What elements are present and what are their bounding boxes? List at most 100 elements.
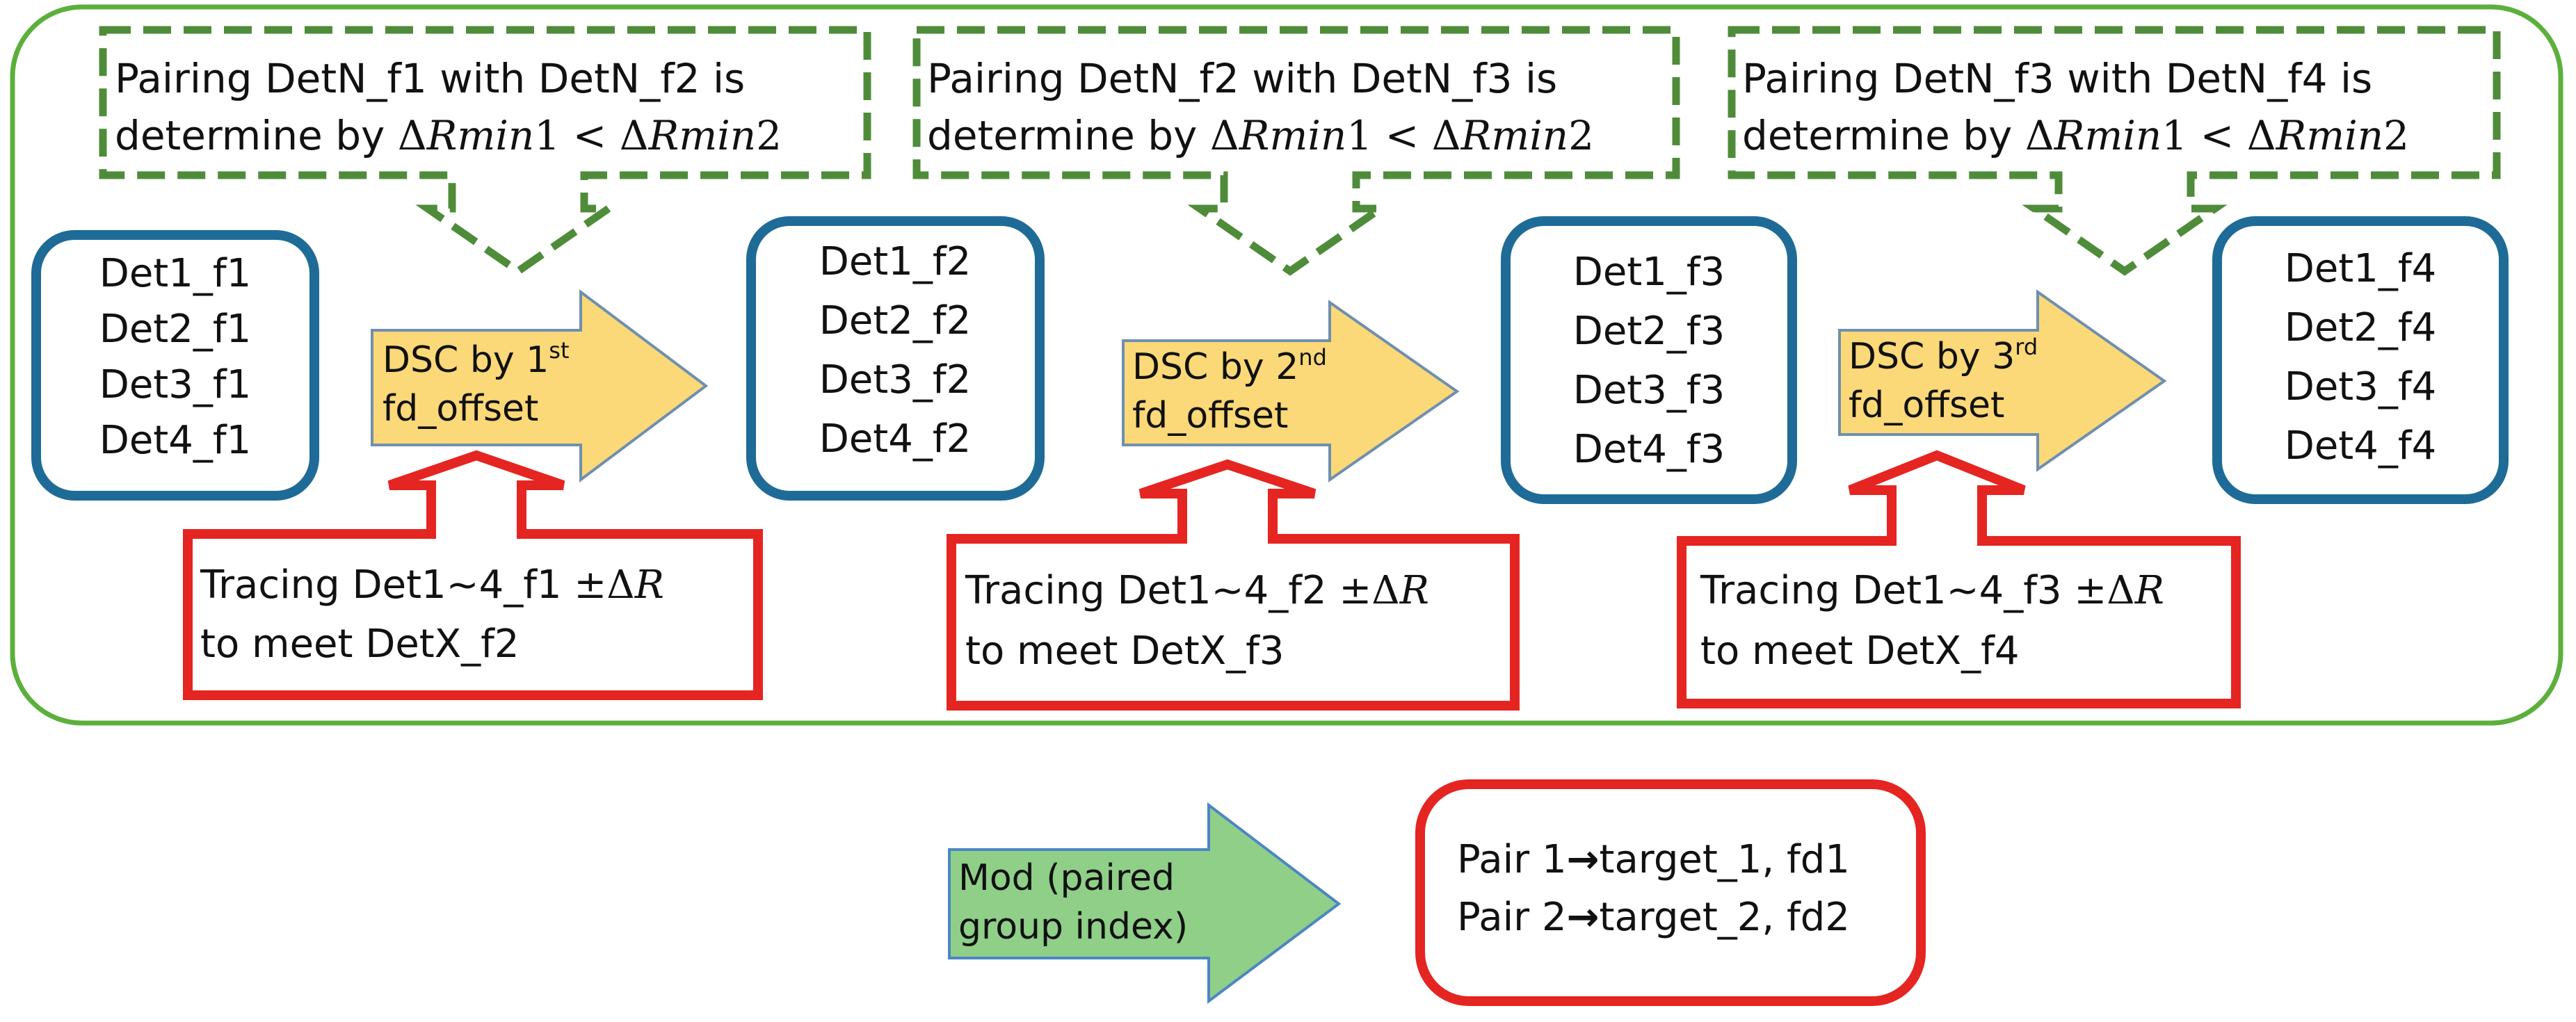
right-arrow-icon: → [1567, 837, 1600, 882]
dsc-arrow-2: DSC by 2nd fd_offset [1122, 300, 1460, 482]
pairing-note-prefix: determine by [115, 112, 398, 159]
pairing-delta-symbol: Δ [2025, 112, 2054, 159]
tracing-text: Tracing Det1~4_f2 [965, 568, 1339, 613]
mod-arrow-outline [948, 802, 1342, 1004]
mod-label-line1: Mod (paired [958, 857, 1175, 899]
pairing-note-3: Pairing DetN_f3 with DetN_f4 is determin… [1728, 26, 2501, 276]
pairing-note-prefix: determine by [1742, 112, 2025, 159]
tracing-box-arrow [1677, 450, 2241, 708]
frame-item: Det3_f4 [2285, 364, 2437, 409]
dsc-arrow-shape [1840, 292, 2164, 469]
pairing-callout-shape [912, 26, 1680, 276]
tracing-delta: Δ [2107, 568, 2134, 613]
frame-item: Det3_f3 [1573, 368, 1725, 413]
dsc-label-line1: DSC by 1st [383, 337, 570, 381]
pairing-num: 2 [756, 112, 782, 159]
frame-box-border [2212, 216, 2509, 504]
dsc-ordinal: rd [2015, 334, 2038, 360]
tracing-box-arrow [183, 450, 763, 700]
tracing-note-3: Tracing Det1~4_f3 ±ΔR to meet DetX_f4 [1677, 450, 2241, 708]
dsc-label-prefix: DSC by 1 [383, 339, 549, 381]
tracing-var: R [2134, 568, 2164, 613]
dsc-label-prefix: DSC by 3 [1849, 336, 2015, 378]
tracing-pm: ± [1339, 568, 1371, 613]
frame-item: Det1_f1 [99, 251, 252, 296]
result-pair-label: Pair 1 [1457, 837, 1567, 882]
result-box: Pair 1→target_1, fd1 Pair 2→target_2, fd… [1415, 779, 1926, 1006]
dsc-label-line1: DSC by 2nd [1132, 344, 1327, 388]
dsc-ordinal: nd [1298, 344, 1327, 371]
pairing-operator: < [2187, 112, 2246, 159]
pairing-operator: < [560, 112, 619, 159]
frame-box-border [1501, 216, 1797, 504]
tracing-var: R [1399, 568, 1429, 613]
tracing-line2: to meet DetX_f3 [965, 628, 1284, 674]
pairing-num: 1 [2162, 112, 2187, 159]
tracing-line1: Tracing Det1~4_f3 ±ΔR [1700, 568, 2164, 613]
frame-item: Det2_f4 [2285, 305, 2437, 350]
pairing-var: Rmin [2276, 112, 2384, 159]
tracing-pm: ± [2074, 568, 2107, 613]
dsc-arrow-outline [371, 289, 709, 482]
dsc-label-line2: fd_offset [383, 388, 538, 430]
mod-arrow-shape [949, 805, 1339, 1001]
frame-item: Det2_f2 [819, 298, 972, 343]
dsc-label-line1: DSC by 3rd [1849, 334, 2038, 378]
dsc-label-prefix: DSC by 2 [1132, 346, 1298, 388]
frame-item: Det4_f1 [99, 418, 252, 463]
frame-item: Det1_f2 [819, 239, 972, 284]
dsc-arrow-shape [372, 292, 706, 480]
right-arrow-icon: → [1567, 895, 1600, 940]
frame-item: Det4_f4 [2285, 423, 2437, 469]
frame-box-1: Det1_f1 Det2_f1 Det3_f1 Det4_f1 [31, 230, 319, 501]
mod-label-line2: group index) [958, 906, 1188, 948]
dsc-label-line2: fd_offset [1132, 395, 1288, 437]
frame-item: Det2_f1 [99, 307, 252, 352]
pairing-callout-shape [99, 26, 871, 276]
result-pair-row: Pair 1→target_1, fd1 [1457, 837, 1850, 882]
frame-item: Det3_f1 [99, 362, 252, 407]
frame-box-2: Det1_f2 Det2_f2 Det3_f2 Det4_f2 [746, 216, 1045, 501]
pairing-num: 1 [1346, 112, 1372, 159]
tracing-pm: ± [574, 562, 606, 608]
dsc-arrow-outline [1122, 300, 1460, 482]
tracing-var: R [634, 562, 664, 608]
result-box-border [1415, 779, 1926, 1006]
pairing-delta-symbol: Δ [1210, 112, 1239, 159]
pairing-note-2: Pairing DetN_f2 with DetN_f3 is determin… [912, 26, 1680, 276]
dsc-arrow-shape [1123, 302, 1457, 480]
pairing-delta-symbol: Δ [620, 112, 649, 159]
dsc-label-line2: fd_offset [1849, 384, 2004, 426]
pairing-var: Rmin [648, 112, 757, 159]
pairing-note-line2: determine by ΔRmin1 < ΔRmin2 [927, 112, 1594, 159]
pairing-var: Rmin [2054, 112, 2162, 159]
dsc-arrow-1: DSC by 1st fd_offset [371, 289, 709, 482]
pairing-delta-symbol: Δ [2247, 112, 2276, 159]
tracing-box-arrow [947, 459, 1520, 711]
pairing-note-line2: determine by ΔRmin1 < ΔRmin2 [115, 112, 782, 159]
frame-item: Det1_f3 [1573, 250, 1725, 295]
tracing-delta: Δ [606, 562, 634, 608]
tracing-note-1: Tracing Det1~4_f1 ±ΔR to meet DetX_f2 [183, 450, 763, 700]
pairing-var: Rmin [1239, 112, 1347, 159]
pairing-operator: < [1372, 112, 1431, 159]
mod-arrow: Mod (paired group index) [948, 802, 1342, 1004]
pairing-num: 2 [2383, 112, 2409, 159]
result-pair-row: Pair 2→target_2, fd2 [1457, 895, 1850, 940]
tracing-text: Tracing Det1~4_f1 [200, 562, 574, 608]
frame-item: Det3_f2 [819, 357, 972, 403]
result-pair-label: Pair 2 [1457, 895, 1567, 940]
frame-box-border [31, 230, 319, 501]
tracing-note-2: Tracing Det1~4_f2 ±ΔR to meet DetX_f3 [947, 459, 1520, 711]
pairing-num: 2 [1568, 112, 1594, 159]
frame-item: Det1_f4 [2285, 246, 2437, 291]
frame-box-4: Det1_f4 Det2_f4 Det3_f4 Det4_f4 [2212, 216, 2509, 504]
tracing-delta: Δ [1371, 568, 1399, 613]
result-pair-target: target_2, fd2 [1600, 895, 1850, 940]
tracing-line2: to meet DetX_f2 [200, 622, 519, 667]
frame-item: Det2_f3 [1573, 309, 1725, 354]
frame-box-border [746, 216, 1045, 501]
dsc-arrow-outline [1838, 289, 2167, 472]
process-container [10, 4, 2563, 726]
